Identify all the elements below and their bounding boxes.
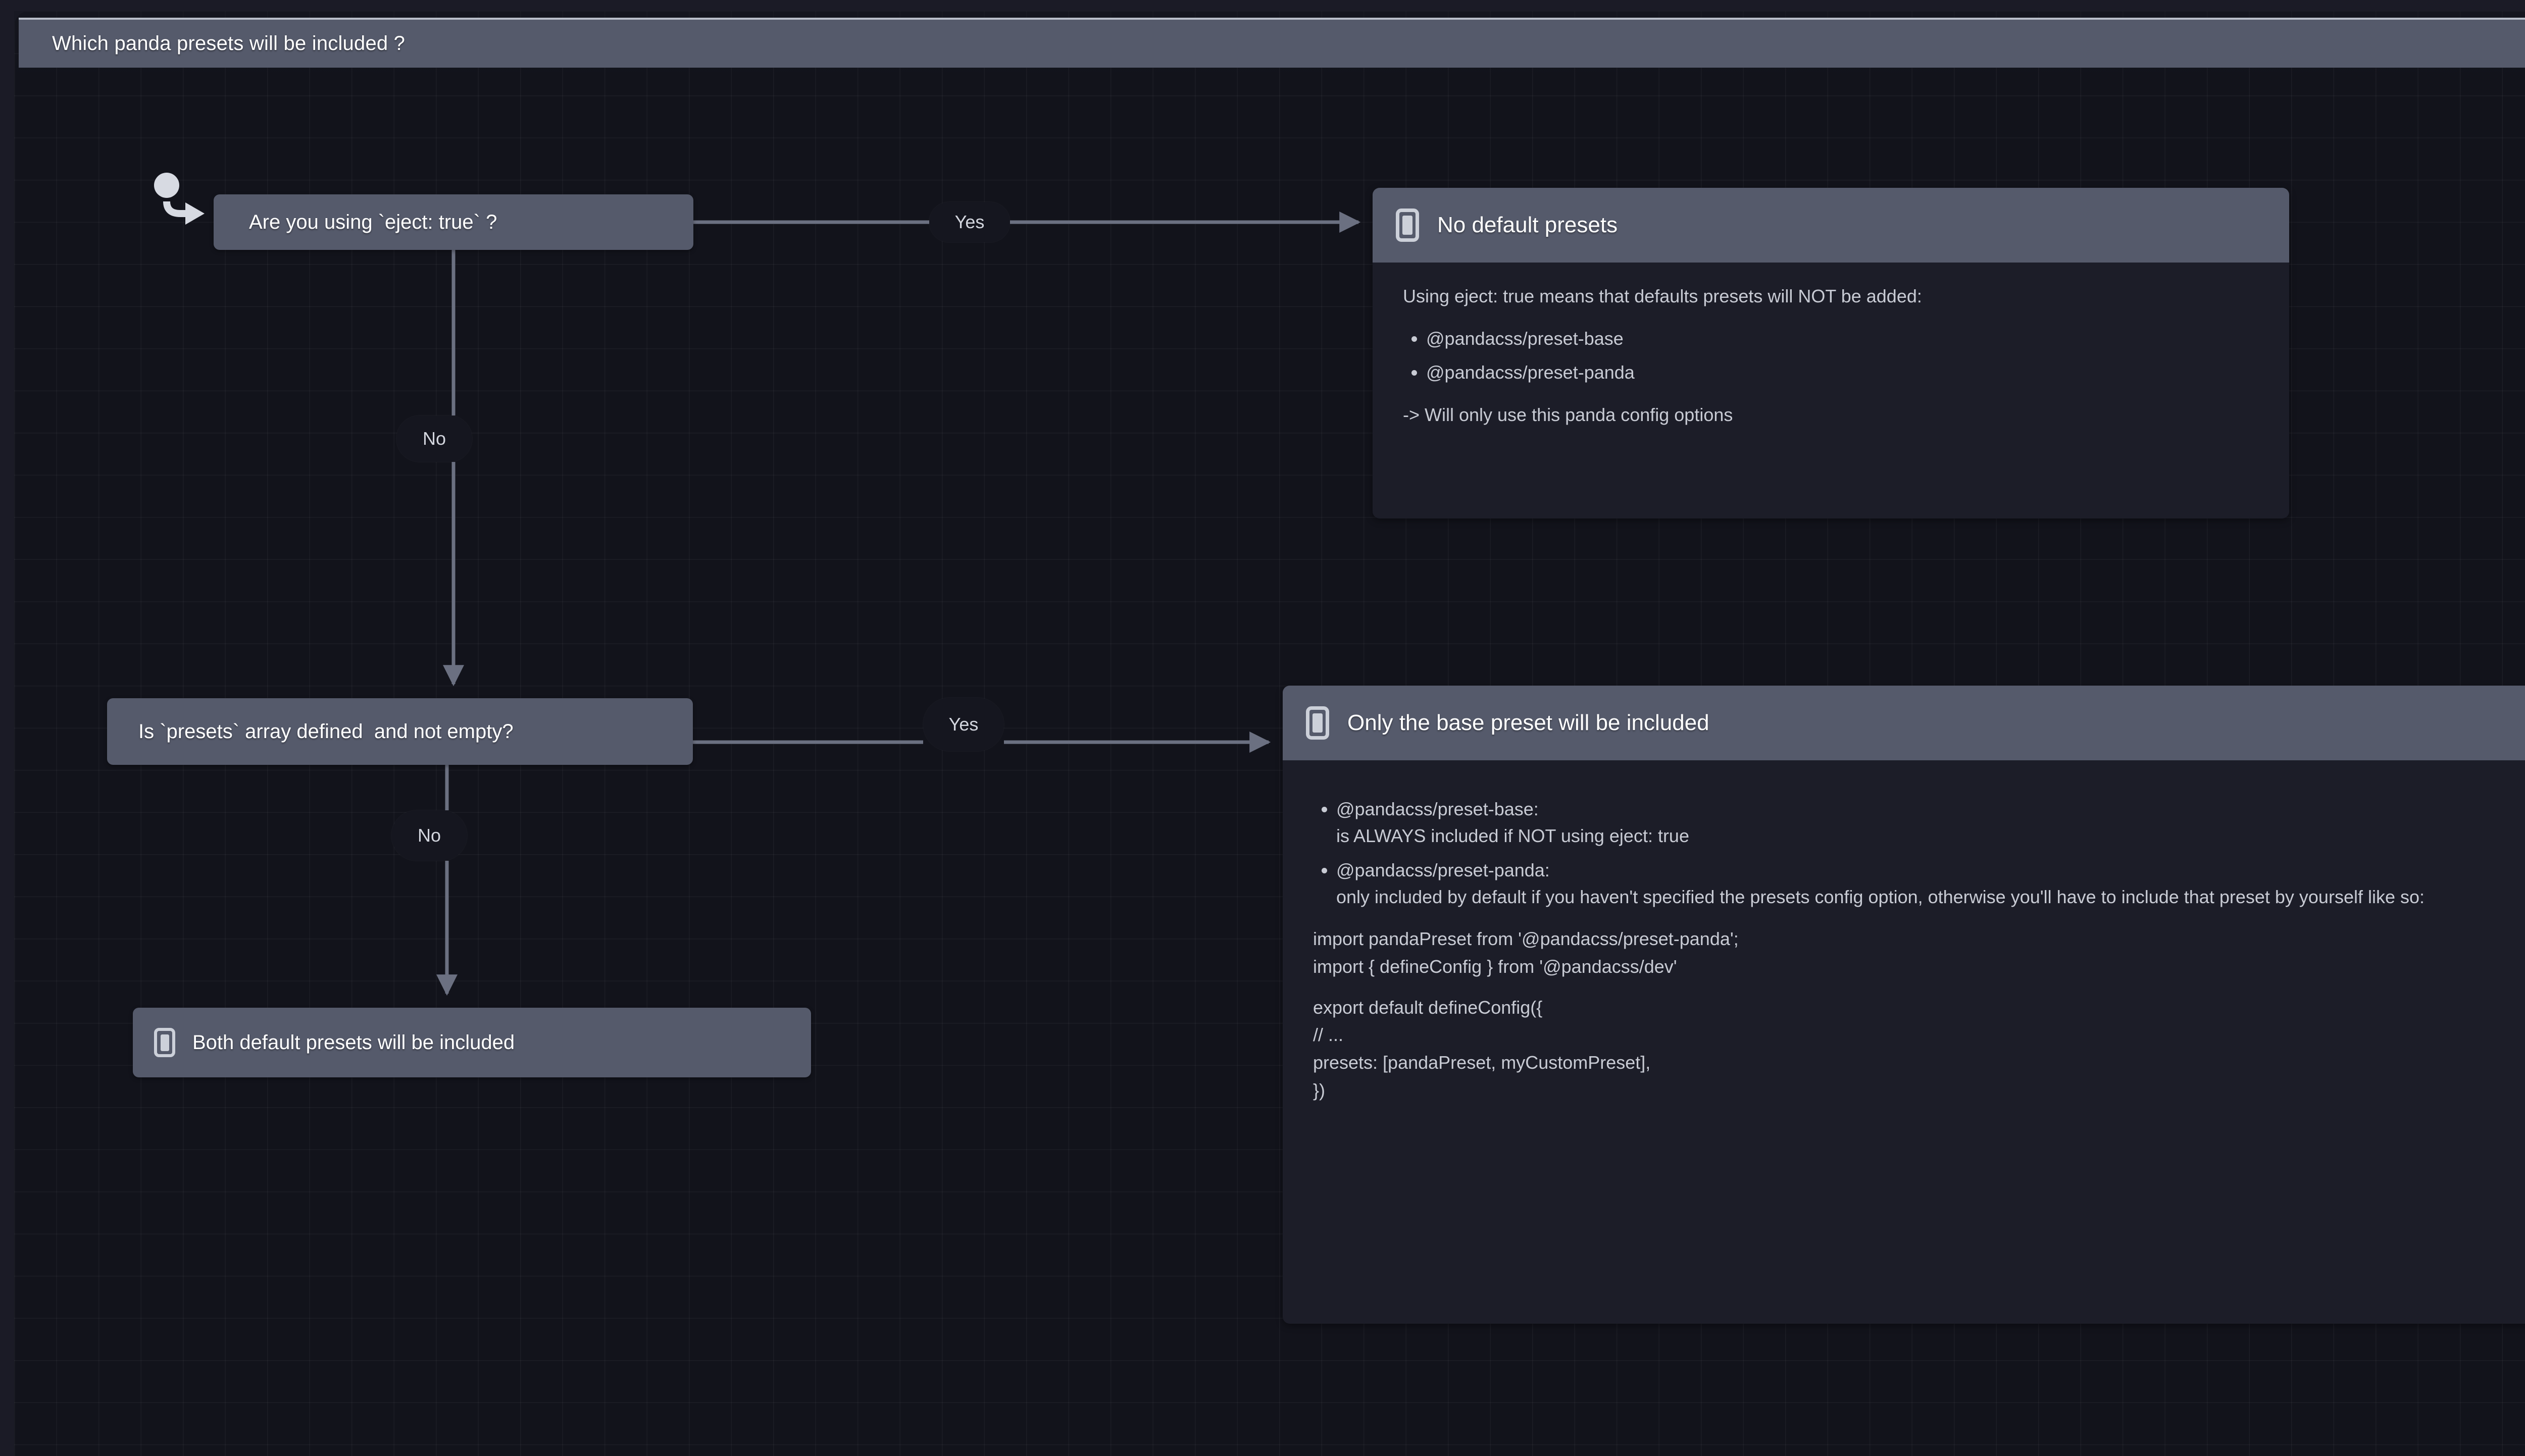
code-line: import pandaPreset from '@pandacss/prese… (1313, 928, 1739, 950)
note-panel-no-default-presets[interactable]: No default presets Using eject: true mea… (1373, 188, 2289, 518)
note-panel-title: Only the base preset will be included (1347, 710, 1709, 735)
code-line: import { defineConfig } from '@pandacss/… (1313, 956, 1677, 977)
decision-node-eject-label: Are you using `eject: true` ? (249, 211, 497, 233)
preset-detail-list: @pandacss/preset-base: is ALWAYS include… (1336, 796, 2525, 910)
list-item-head: @pandacss/preset-panda: (1336, 859, 1550, 880)
code-line: presets: [pandaPreset, myCustomPreset], (1313, 1052, 1651, 1073)
note-outro-text: -> Will only use this panda config optio… (1403, 404, 1733, 425)
start-arrow-icon (148, 170, 209, 231)
flowchart-title-bar: Which panda presets will be included ? (19, 18, 2525, 68)
note-icon (1306, 706, 1329, 740)
edge-label-yes-presets[interactable]: Yes (923, 698, 1004, 751)
list-item-head: @pandacss/preset-base: (1336, 799, 1539, 819)
decision-node-presets[interactable]: Is `presets` array defined and not empty… (107, 698, 693, 765)
list-item-sub: only included by default if you haven't … (1336, 886, 2425, 907)
code-snippet: import pandaPreset from '@pandacss/prese… (1313, 925, 2525, 1104)
list-item: @pandacss/preset-panda: only included by… (1336, 857, 2525, 911)
edge-label-yes-eject[interactable]: Yes (929, 202, 1010, 242)
edge-label-no-eject[interactable]: No (396, 415, 472, 462)
note-panel-header: Only the base preset will be included (1283, 686, 2525, 760)
list-item: @pandacss/preset-base: is ALWAYS include… (1336, 796, 2525, 850)
code-line: export default defineConfig({ (1313, 997, 1543, 1018)
note-panel-base-preset-only[interactable]: Only the base preset will be included @p… (1283, 686, 2525, 1324)
preset-list: @pandacss/preset-base @pandacss/preset-p… (1426, 325, 2261, 386)
list-item: @pandacss/preset-panda (1426, 359, 2261, 386)
code-line: }) (1313, 1079, 1326, 1101)
note-icon (1396, 209, 1419, 242)
note-panel-body: Using eject: true means that defaults pr… (1373, 263, 2289, 449)
note-panel-body: @pandacss/preset-base: is ALWAYS include… (1283, 760, 2525, 1124)
result-node-both-presets[interactable]: Both default presets will be included (133, 1008, 811, 1077)
page-title: Which panda presets will be included ? (52, 32, 406, 55)
note-panel-title: No default presets (1437, 213, 1618, 237)
decision-node-presets-label: Is `presets` array defined and not empty… (138, 720, 514, 743)
code-blank-line (1313, 981, 2525, 994)
list-item-sub: is ALWAYS included if NOT using eject: t… (1336, 825, 1689, 847)
note-icon (154, 1028, 175, 1057)
list-item: @pandacss/preset-base (1426, 325, 2261, 352)
result-node-both-presets-label: Both default presets will be included (192, 1031, 515, 1054)
note-intro-text: Using eject: true means that defaults pr… (1403, 286, 1922, 306)
decision-node-eject[interactable]: Are you using `eject: true` ? (214, 194, 693, 250)
note-panel-header: No default presets (1373, 188, 2289, 263)
code-line: // ... (1313, 1024, 1344, 1046)
edge-label-no-presets[interactable]: No (391, 810, 467, 861)
